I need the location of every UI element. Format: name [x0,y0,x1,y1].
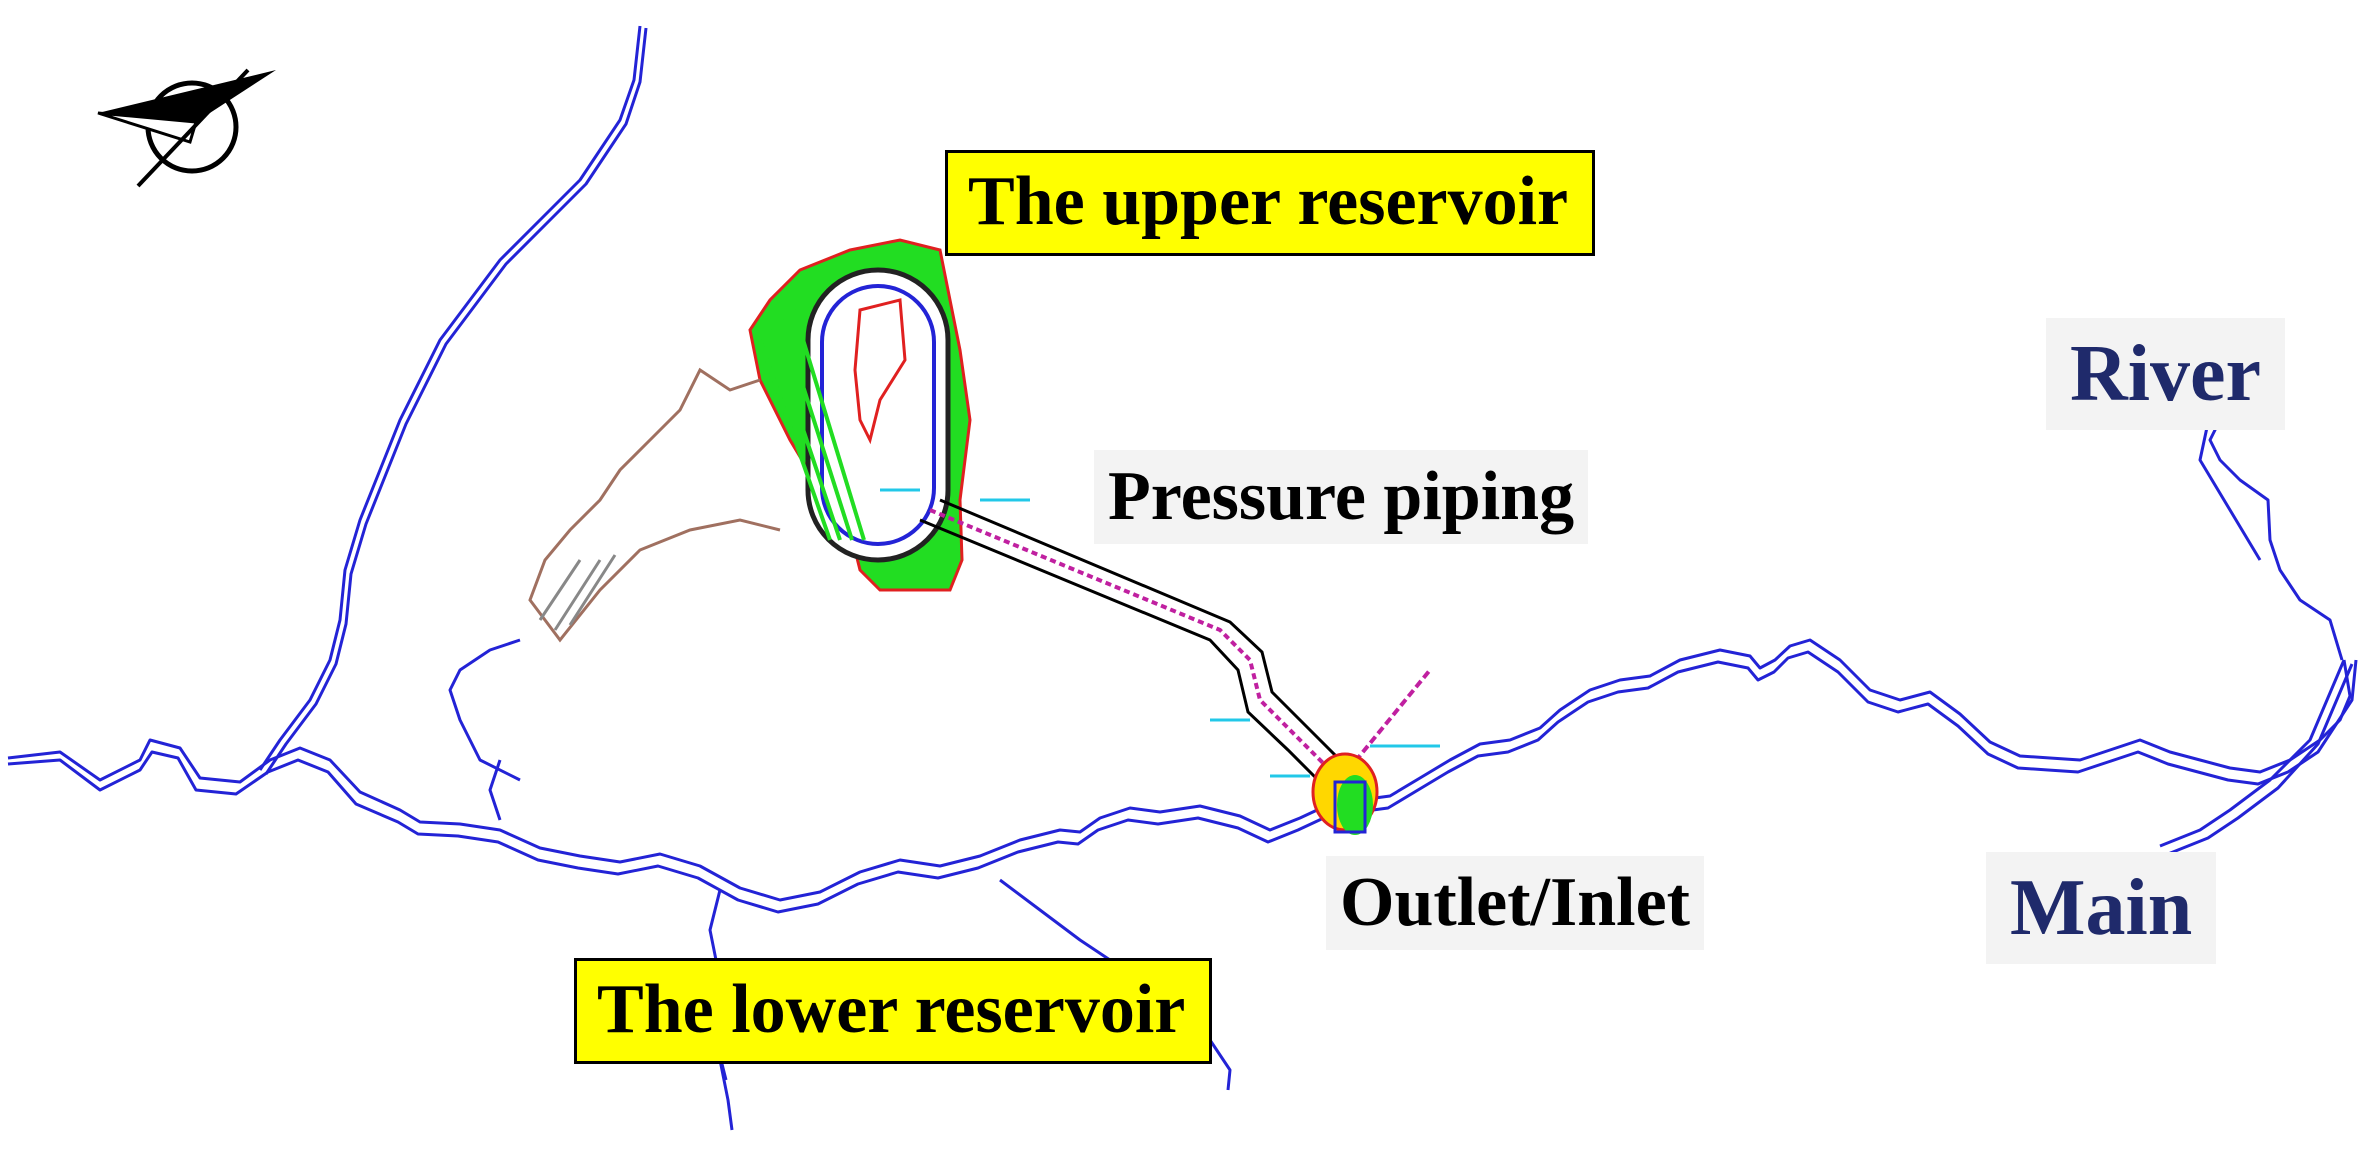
right-river-outlet [2159,659,2346,848]
catchment-boundary [528,367,781,643]
lower-reservoir-label: The lower reservoir [574,958,1213,1064]
left-tributary [258,25,642,771]
creek-2 [999,878,1111,962]
upper-reservoir-structure [528,238,972,643]
outlet-inlet-label: Outlet/Inlet [1326,856,1704,950]
creek-5 [718,1059,734,1131]
reservoir-basin [805,267,951,563]
creek-4 [1208,1039,1232,1091]
pressure-piping [880,488,1440,792]
main-river-bank-lower [7,650,2358,914]
outlet-inlet-structure [1311,752,1379,835]
upper-reservoir-label: The upper reservoir [945,150,1596,256]
creek-3 [488,759,502,821]
main-label: Main [1986,852,2217,964]
river-label: River [2046,318,2286,430]
right-river [2198,388,2344,661]
compass-icon [97,68,276,188]
pressure-piping-label: Pressure piping [1094,450,1589,544]
